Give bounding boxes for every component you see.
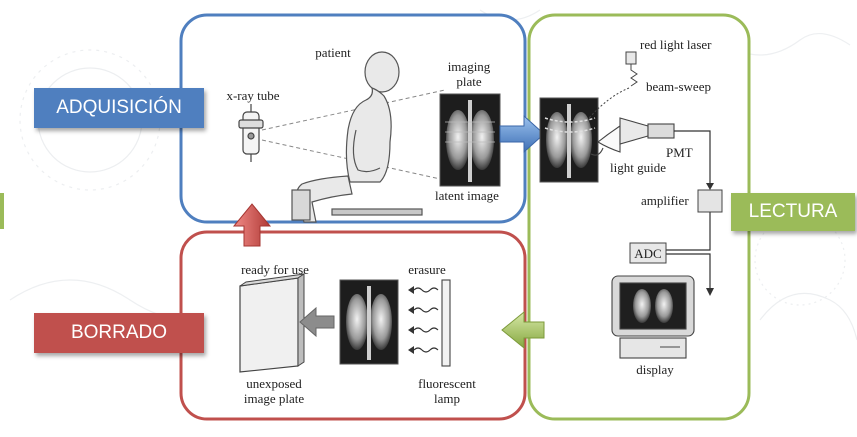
xray-tube-label: x-ray tube [226,88,280,103]
unexposed-plate-label-line1: unexposed [246,376,302,391]
erasing-stage-label: BORRADO [34,313,204,353]
red-light-laser-icon [588,51,638,119]
unexposed-plate-label-line2: image plate [243,391,305,406]
latent-image-label: latent image [435,188,499,203]
patient-figure [291,51,423,223]
display-monitor-icon [611,275,695,359]
reading-to-erasing-arrow [501,310,545,350]
xray-tube-icon [238,104,264,162]
light-guide-label: light guide [610,160,666,175]
red-light-laser-label: red light laser [640,37,712,52]
fluorescent-lamp-label-line2: lamp [434,391,460,406]
display-label: display [636,362,674,377]
erasure-label: erasure [408,262,446,277]
amplifier-label: amplifier [641,193,689,208]
light-guide-pmt-icon [590,117,675,156]
acquisition-stage-label: ADQUISICIÓN [34,88,204,128]
erased-plate-arrow [299,306,335,338]
ready-for-use-label: ready for use [241,262,309,277]
reading-stage-label: LECTURA [731,193,855,231]
left-edge-green-tab [0,193,4,229]
erasure-light-arrows [408,286,439,354]
amplifier-box [697,189,723,213]
beam-sweep-label: beam-sweep [646,79,711,94]
imaging-plate-xray [439,93,501,187]
unexposed-plate-icon [239,273,305,373]
erasing-to-acquisition-arrow [232,203,272,247]
scanned-plate-xray [539,97,599,183]
signal-path [666,130,714,296]
fluorescent-lamp-label-line1: fluorescent [418,376,476,391]
acquisition-to-reading-arrow [499,114,545,154]
fluorescent-lamp-icon [441,279,451,367]
imaging-plate-label-line1: imaging [447,59,491,74]
erasing-plate-xray [339,279,399,365]
adc-box [629,242,667,264]
pmt-label: PMT [666,145,693,160]
imaging-plate-label-line2: plate [456,74,482,89]
adc-label: ADC [634,246,662,261]
patient-label: patient [315,45,351,60]
